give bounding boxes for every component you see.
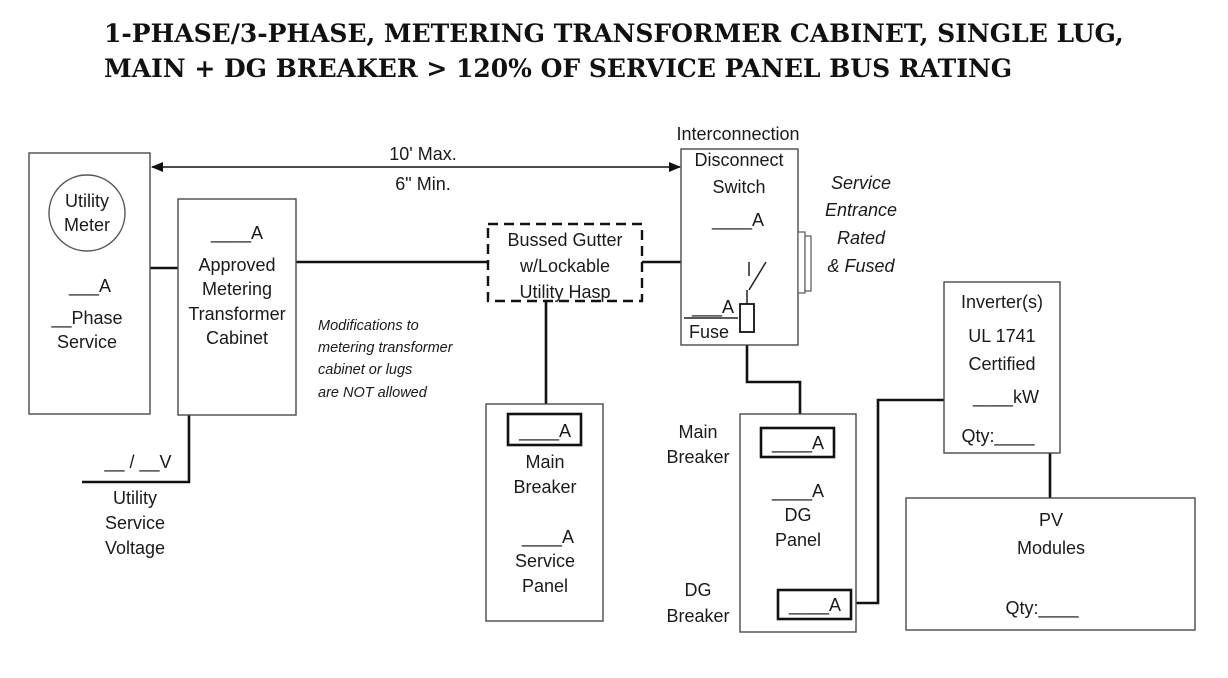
bussed-gutter-box bbox=[486, 222, 644, 303]
metering-cabinet-label-3: Transformer bbox=[188, 304, 285, 324]
distance-dimension: 10' Max. 6" Min. bbox=[151, 144, 681, 194]
metering-cabinet-label-4: Cabinet bbox=[206, 328, 268, 348]
service-entrance-label-4: & Fused bbox=[827, 256, 895, 276]
diagram-title: 1-PHASE/3-PHASE, METERING TRANSFORMER CA… bbox=[104, 19, 1124, 83]
bussed-gutter-label-1: Bussed Gutter bbox=[507, 230, 622, 250]
service-entrance-label-2: Entrance bbox=[825, 200, 897, 220]
pv-modules: PV Modules Qty:____ bbox=[905, 497, 1196, 631]
pv-modules-label-1: PV bbox=[1039, 510, 1063, 530]
switch-blade-icon bbox=[748, 261, 767, 291]
inverter: Inverter(s) UL 1741 Certified ____kW Qty… bbox=[943, 281, 1061, 454]
fuse-amps: ___A bbox=[691, 297, 734, 318]
service-panel: ____A Main Breaker ____A Service Panel bbox=[485, 403, 604, 622]
dg-breaker-box bbox=[776, 588, 853, 621]
voltage-label-1: Utility bbox=[113, 488, 157, 508]
note-line-4: are NOT allowed bbox=[318, 385, 428, 401]
note-line-2: metering transformer bbox=[318, 340, 454, 356]
utility-meter-label-2: Meter bbox=[64, 215, 110, 235]
dg-main-breaker-label-1: Main bbox=[678, 422, 717, 442]
distance-max-label: 10' Max. bbox=[389, 144, 456, 164]
modifications-note: Modifications to metering transformer ca… bbox=[318, 318, 454, 401]
utility-service-label: Service bbox=[57, 332, 117, 352]
title-line-1: 1-PHASE/3-PHASE, METERING TRANSFORMER CA… bbox=[104, 19, 1124, 48]
service-panel-amps: ____A bbox=[521, 527, 574, 548]
note-line-3: cabinet or lugs bbox=[318, 362, 412, 378]
utility-service-voltage: __ / __V Utility Service Voltage bbox=[103, 452, 171, 558]
bussed-gutter-label-2: w/Lockable bbox=[519, 256, 610, 276]
service-panel-label-2: Panel bbox=[522, 576, 568, 596]
metering-cabinet-label-2: Metering bbox=[202, 279, 272, 299]
wire-dg-breaker-to-inverter bbox=[851, 398, 944, 605]
voltage-label-3: Voltage bbox=[105, 538, 165, 558]
dg-panel-label-2: Panel bbox=[775, 530, 821, 550]
pv-modules-qty: Qty:____ bbox=[1005, 598, 1079, 619]
service-entrance-note: Service Entrance Rated & Fused bbox=[825, 173, 897, 276]
utility-meter-label-1: Utility bbox=[65, 191, 109, 211]
inverter-box bbox=[943, 281, 1061, 454]
service-entrance-label-1: Service bbox=[831, 173, 891, 193]
dg-panel: Main Breaker ____A ____A DG Panel DG Bre… bbox=[666, 413, 857, 633]
dg-breaker-label-2: Breaker bbox=[666, 606, 729, 626]
utility-meter-enclosure: Utility Meter ___A __Phase Service bbox=[28, 152, 151, 415]
voltage-label-2: Service bbox=[105, 513, 165, 533]
utility-meter-dial-icon bbox=[48, 174, 126, 252]
dg-main-breaker-amps: ____A bbox=[771, 433, 824, 454]
dg-panel-amps: ____A bbox=[771, 481, 824, 502]
interconnection-disconnect: Interconnection Disconnect Switch ____A … bbox=[676, 124, 812, 346]
fuse-label: Fuse bbox=[689, 322, 729, 342]
service-main-breaker-box bbox=[506, 412, 583, 447]
inverter-kw: ____kW bbox=[972, 387, 1039, 408]
pv-modules-box bbox=[905, 497, 1196, 631]
inverter-qty: Qty:____ bbox=[961, 426, 1035, 447]
voltage-value: __ / __V bbox=[103, 452, 171, 473]
dg-breaker-label-1: DG bbox=[685, 580, 712, 600]
metering-cabinet-amps: ____A bbox=[210, 223, 263, 244]
service-main-breaker-label-2: Breaker bbox=[513, 477, 576, 497]
wire-utility-service bbox=[82, 415, 191, 484]
disconnect-label-1: Disconnect bbox=[694, 150, 783, 170]
dg-panel-label-1: DG bbox=[785, 505, 812, 525]
bussed-gutter-label-3: Utility Hasp bbox=[519, 282, 610, 302]
pv-modules-label-2: Modules bbox=[1017, 538, 1085, 558]
disconnect-handle-lever bbox=[804, 235, 812, 292]
bussed-gutter: Bussed Gutter w/Lockable Utility Hasp bbox=[486, 222, 644, 303]
fuse-icon bbox=[739, 303, 755, 333]
inverter-label-3: Certified bbox=[968, 354, 1035, 374]
disconnect-handle-icon bbox=[797, 231, 806, 294]
inverter-label-1: Inverter(s) bbox=[961, 292, 1043, 312]
metering-cabinet-label-1: Approved bbox=[198, 255, 275, 275]
utility-phase-label: __Phase bbox=[50, 308, 122, 329]
metering-cabinet-box bbox=[177, 198, 297, 416]
distance-min-label: 6" Min. bbox=[395, 174, 450, 194]
service-main-breaker-amps: ____A bbox=[518, 421, 571, 442]
service-entrance-label-3: Rated bbox=[837, 228, 886, 248]
dg-main-breaker-box bbox=[759, 426, 836, 459]
dg-breaker-amps: ____A bbox=[788, 595, 841, 616]
utility-meter-amps: ___A bbox=[68, 276, 111, 297]
disconnect-label-2: Switch bbox=[712, 177, 765, 197]
inverter-label-2: UL 1741 bbox=[968, 326, 1035, 346]
interconnection-label: Interconnection bbox=[676, 124, 799, 144]
wires bbox=[82, 260, 1052, 605]
service-main-breaker-label-1: Main bbox=[525, 452, 564, 472]
title-line-2: MAIN + DG BREAKER > 120% OF SERVICE PANE… bbox=[104, 54, 1012, 83]
wire-fuse-to-dg-panel bbox=[745, 340, 802, 428]
service-panel-label-1: Service bbox=[515, 551, 575, 571]
disconnect-amps: ____A bbox=[711, 210, 764, 231]
metering-transformer-cabinet: ____A Approved Metering Transformer Cabi… bbox=[177, 198, 297, 416]
note-line-1: Modifications to bbox=[318, 318, 419, 334]
dg-main-breaker-label-2: Breaker bbox=[666, 447, 729, 467]
